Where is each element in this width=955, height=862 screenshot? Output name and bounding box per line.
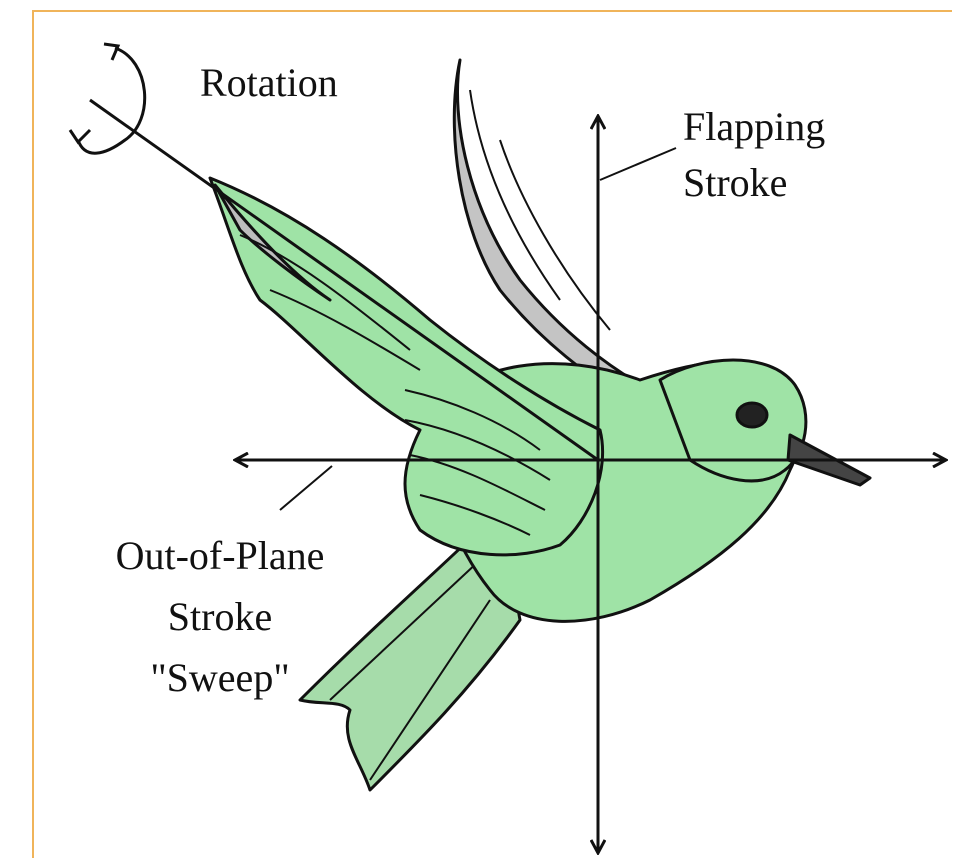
sweep-label-line1: Out-of-Plane [90,533,350,579]
flapping-stroke-label-line2: Stroke [683,160,787,206]
flapping-leader-line [600,148,676,180]
bird-eye [737,403,767,427]
upper-wing [454,60,660,405]
flapping-stroke-label-line1: Flapping [683,104,825,150]
sweep-label-line3: "Sweep" [90,655,350,701]
rotation-label: Rotation [200,60,338,106]
sweep-leader-line [280,466,332,510]
sweep-label-line2: Stroke [90,594,350,640]
rotation-arrow-icon [70,44,145,153]
